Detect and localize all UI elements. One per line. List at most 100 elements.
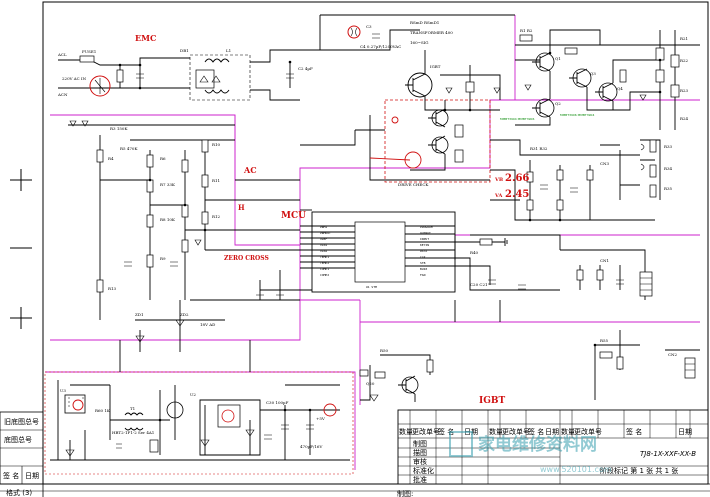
label-sign: 签 名 bbox=[3, 471, 19, 480]
svg-text:MMBT3904 MMBT3906: MMBT3904 MMBT3906 bbox=[500, 117, 534, 121]
ac-divider: R3 150K R5 470K R6 R7 33K R8 10K R9 R10 … bbox=[68, 120, 300, 320]
section-label-h: H bbox=[238, 203, 245, 212]
watermark-text: 家电维修资料网 bbox=[478, 434, 597, 455]
watermark-url: www.520101.com bbox=[540, 465, 612, 474]
sense-circuits: DRIVE CHECK R31 R32 R33 R34 R35 CN3 bbox=[355, 100, 673, 221]
svg-text:OUTPUT: OUTPUT bbox=[420, 231, 431, 235]
svg-text:R3 150K: R3 150K bbox=[110, 126, 128, 131]
svg-text:MMBT3906 MMBT3904: MMBT3906 MMBT3904 bbox=[560, 113, 594, 117]
voltage-va-label: VA bbox=[494, 193, 502, 199]
svg-text:HBT2-1F1-2 Ser 4A1: HBT2-1F1-2 Ser 4A1 bbox=[112, 430, 154, 435]
tb-row-drafted: 制图 bbox=[413, 439, 427, 448]
connector-right: CN1 bbox=[454, 234, 653, 300]
watermark-logo: 家电维修资料网 www.520101.com bbox=[449, 431, 612, 474]
svg-text:ZD2: ZD2 bbox=[180, 312, 189, 317]
svg-text:INPUT: INPUT bbox=[420, 237, 429, 241]
svg-text:C2 4µF: C2 4µF bbox=[298, 66, 313, 71]
svg-text:CN1: CN1 bbox=[600, 258, 609, 263]
tb-header-qty-3: 数量 bbox=[561, 427, 575, 436]
svg-text:ACL: ACL bbox=[57, 52, 67, 57]
svg-text:160~SIG: 160~SIG bbox=[410, 40, 429, 45]
regulator-u2 bbox=[217, 404, 241, 428]
svg-text:PROGRAM: PROGRAM bbox=[420, 225, 433, 229]
tb-row-reviewed: 审核 bbox=[413, 457, 427, 466]
svg-text:CLK: CLK bbox=[420, 255, 426, 259]
footer-drafted-label: 制图: bbox=[397, 489, 413, 497]
svg-text:R4: R4 bbox=[108, 156, 114, 161]
junctions bbox=[118, 51, 662, 422]
svg-text:C20 C21: C20 C21 bbox=[470, 282, 488, 287]
svg-text:L1: L1 bbox=[226, 48, 231, 53]
svg-text:STB: STB bbox=[420, 261, 426, 265]
svg-text:IGBT: IGBT bbox=[430, 64, 441, 69]
section-label-emc: EMC bbox=[135, 33, 156, 43]
tb-header-date-3: 日期 bbox=[678, 428, 692, 436]
svg-text:C3: C3 bbox=[366, 24, 372, 29]
svg-text:R40: R40 bbox=[470, 250, 479, 255]
voltage-vb-label: VB bbox=[494, 177, 503, 183]
zero-cross-circuit: ZD1 ZD2 18V AD bbox=[135, 299, 300, 352]
voltage-va-value: 2.45 bbox=[505, 189, 529, 200]
svg-text:COMP2: COMP2 bbox=[320, 273, 329, 277]
svg-text:R22: R22 bbox=[680, 58, 689, 63]
tb-header-qty-1: 数量 bbox=[399, 427, 413, 436]
svg-text:R50: R50 bbox=[380, 348, 389, 353]
svg-text:R1 R2: R1 R2 bbox=[520, 28, 533, 33]
svg-text:R11: R11 bbox=[212, 178, 220, 183]
svg-text:T1: T1 bbox=[130, 406, 135, 411]
registration-marks bbox=[10, 169, 32, 329]
svg-text:PWMOUT: PWMOUT bbox=[320, 231, 331, 235]
svg-text:FAN: FAN bbox=[420, 273, 426, 277]
igbt-section: R50 Q20 R55 CN2 bbox=[359, 330, 700, 402]
tb-header-date-2: 日期 bbox=[545, 428, 559, 436]
svg-text:U2: U2 bbox=[190, 392, 196, 397]
tb-header-sign-2: 签 名 bbox=[528, 427, 544, 436]
svg-text:R10: R10 bbox=[212, 142, 221, 147]
tb-header-change-3: 更改单号 bbox=[574, 427, 602, 436]
section-label-mcu: MCU bbox=[281, 211, 306, 221]
title-block: 数量 更改单号 签 名 日期 数量 更改单号 签 名 日期 数量 更改单号 签 … bbox=[397, 409, 709, 485]
svg-text:CN3: CN3 bbox=[600, 161, 610, 166]
svg-text:VIN2: VIN2 bbox=[320, 249, 327, 253]
svg-text:C30 100µF: C30 100µF bbox=[266, 400, 289, 405]
svg-text:DATA: DATA bbox=[420, 249, 427, 253]
svg-text:Q4: Q4 bbox=[617, 86, 623, 91]
svg-text:Q20: Q20 bbox=[366, 381, 375, 386]
emc-section: ACL ACN 220V AC IN FUSE1 DB1 L1 C2 4µF bbox=[57, 48, 340, 101]
format-label: 格式 (3) bbox=[6, 488, 32, 497]
label-drawing-no: 底图总号 bbox=[4, 435, 32, 444]
label-old-drawing-no: 旧底图总号 bbox=[4, 417, 39, 426]
igbt-driver: IGBT bbox=[405, 50, 501, 111]
tb-row-traced: 描图 bbox=[413, 448, 427, 457]
svg-text:R23: R23 bbox=[680, 88, 689, 93]
svg-text:COMP1: COMP1 bbox=[320, 267, 329, 271]
svg-text:R24: R24 bbox=[680, 116, 689, 121]
svg-text:ACN: ACN bbox=[57, 92, 68, 97]
svg-text:Q3: Q3 bbox=[590, 71, 596, 76]
svg-text:FUSE1: FUSE1 bbox=[82, 49, 96, 54]
voltage-annotation-va: VA 2.45 bbox=[494, 189, 529, 200]
svg-text:ZD1: ZD1 bbox=[135, 312, 144, 317]
svg-text:BUZZ: BUZZ bbox=[420, 267, 427, 271]
tb-header-sign-3: 签 名 bbox=[626, 427, 642, 436]
left-title-strip: 旧底图总号 底图总号 签 名 日期 格式 (3) bbox=[0, 411, 44, 497]
fuse bbox=[79, 55, 95, 63]
svg-text:Q1: Q1 bbox=[555, 56, 561, 61]
svg-text:R60 1K: R60 1K bbox=[95, 408, 111, 413]
svg-text:DRIVE CHECK: DRIVE CHECK bbox=[398, 182, 429, 187]
section-label-zero-cross: ZERO CROSS bbox=[224, 255, 269, 262]
svg-text:R21: R21 bbox=[680, 36, 688, 41]
tb-header-sign-1: 签 名 bbox=[438, 427, 454, 436]
svg-text:U1 STM: U1 STM bbox=[366, 285, 377, 289]
ic-regulator bbox=[64, 394, 86, 414]
svg-text:R5 470K: R5 470K bbox=[120, 146, 138, 151]
svg-text:R35: R35 bbox=[664, 186, 673, 191]
varistor-highlight bbox=[89, 75, 111, 97]
voltage-vb-value: 2.66 bbox=[505, 173, 529, 184]
sheet-count: 阶段标记 第 1 张 共 1 张 bbox=[600, 466, 678, 475]
svg-text:VREF: VREF bbox=[320, 237, 327, 241]
drawing-number: TJ8-1X-XXF-XX-B bbox=[640, 450, 696, 458]
svg-text:CN2: CN2 bbox=[668, 352, 678, 357]
